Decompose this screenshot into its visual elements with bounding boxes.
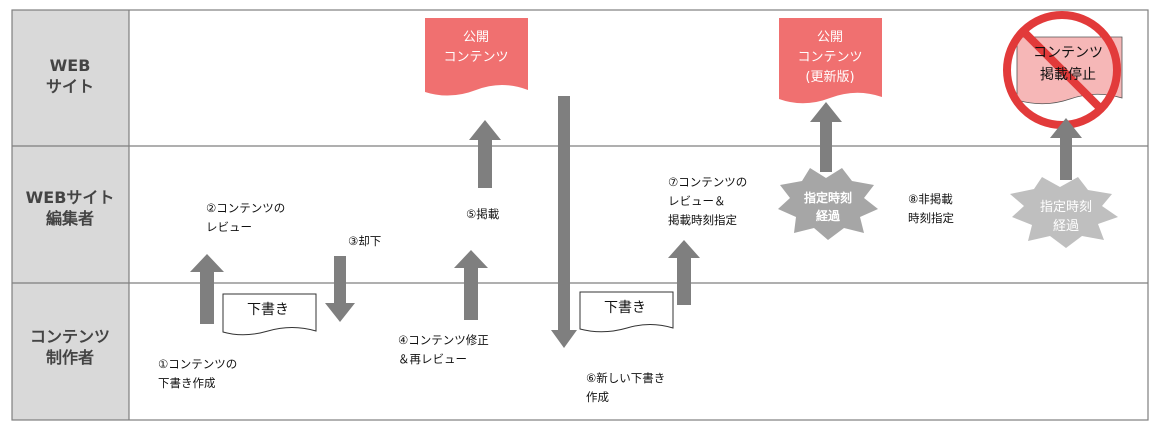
step7-line3: 掲載時刻指定 bbox=[668, 213, 737, 227]
step-2-label: ②コンテンツの レビュー bbox=[206, 201, 285, 234]
step4-line2: ＆再レビュー bbox=[398, 352, 467, 366]
lane-editor: WEBサイト 編集者 bbox=[26, 188, 115, 228]
lane-web-line1: WEB bbox=[50, 56, 91, 75]
lane-creator-line2: 制作者 bbox=[46, 348, 94, 367]
lane-web-line2: サイト bbox=[46, 77, 94, 96]
published2-line1: 公開 bbox=[817, 30, 843, 45]
step1-line2: 下書き作成 bbox=[158, 376, 216, 390]
explosion-shape-1: 指定時刻 経過 bbox=[778, 168, 878, 240]
stopped-line2: 掲載停止 bbox=[1040, 66, 1096, 83]
step6-line1: ⑥新しい下書き bbox=[586, 371, 665, 385]
arrow-down-new-draft bbox=[551, 96, 577, 348]
star2-line2: 経過 bbox=[1053, 219, 1079, 234]
step-8-label: ⑧非掲載 時刻指定 bbox=[908, 192, 954, 225]
star1-line1: 指定時刻 bbox=[804, 190, 852, 205]
arrow-up-review2 bbox=[668, 240, 700, 305]
draft-doc-1: 下書き bbox=[222, 293, 317, 336]
step5-line1: ⑤掲載 bbox=[466, 207, 500, 221]
arrow-up-rereview bbox=[454, 250, 488, 320]
step-7-label: ⑦コンテンツの レビュー＆ 掲載時刻指定 bbox=[668, 175, 747, 227]
explosion-shape-2: 指定時刻 経過 bbox=[1010, 177, 1118, 248]
step3-line1: ③却下 bbox=[348, 234, 381, 248]
step6-line2: 作成 bbox=[586, 390, 609, 404]
step-6-label: ⑥新しい下書き 作成 bbox=[586, 371, 665, 404]
step4-line1: ④コンテンツ修正 bbox=[398, 333, 489, 347]
lane-creator: コンテンツ 制作者 bbox=[30, 327, 110, 367]
lane-web: WEB サイト bbox=[46, 56, 94, 96]
step7-line2: レビュー＆ bbox=[668, 194, 726, 208]
content-stopped-doc: コンテンツ 掲載停止 bbox=[1003, 11, 1123, 129]
step1-line1: ①コンテンツの bbox=[158, 357, 237, 371]
step2-line1: ②コンテンツの bbox=[206, 201, 285, 215]
draft-doc-2: 下書き bbox=[579, 291, 674, 333]
draft1-label: 下書き bbox=[247, 302, 289, 318]
arrow-down-reject bbox=[325, 256, 355, 322]
lane-editor-line1: WEBサイト bbox=[26, 188, 115, 207]
published1-line2: コンテンツ bbox=[443, 50, 508, 65]
step8-line1: ⑧非掲載 bbox=[908, 192, 953, 206]
lane-creator-line1: コンテンツ bbox=[30, 327, 110, 346]
step2-line2: レビュー bbox=[206, 220, 252, 234]
table-frame bbox=[11, 9, 1149, 421]
lane-editor-line2: 編集者 bbox=[46, 209, 94, 228]
published1-line1: 公開 bbox=[463, 30, 489, 45]
arrow-up-publish-updated bbox=[810, 102, 842, 172]
published-content-doc: 公開 コンテンツ bbox=[425, 18, 528, 96]
published2-line3: (更新版) bbox=[805, 69, 854, 85]
arrow-up-publish bbox=[469, 120, 501, 188]
star2-line1: 指定時刻 bbox=[1040, 200, 1092, 215]
star1-line2: 経過 bbox=[816, 208, 841, 223]
arrow-up-review bbox=[190, 254, 224, 324]
stopped-line1: コンテンツ bbox=[1033, 45, 1103, 61]
published2-line2: コンテンツ bbox=[797, 50, 862, 65]
arrow-up-stop bbox=[1050, 118, 1082, 180]
step-1-label: ①コンテンツの 下書き作成 bbox=[158, 357, 237, 390]
step7-line1: ⑦コンテンツの bbox=[668, 175, 747, 189]
step-4-label: ④コンテンツ修正 ＆再レビュー bbox=[398, 333, 489, 366]
lane-label-column bbox=[12, 10, 129, 420]
step8-line2: 時刻指定 bbox=[908, 211, 954, 225]
published-content-updated-doc: 公開 コンテンツ (更新版) bbox=[779, 18, 882, 104]
draft2-label: 下書き bbox=[604, 300, 646, 316]
step-3-label: ③却下 bbox=[348, 234, 381, 248]
step-5-label: ⑤掲載 bbox=[466, 207, 500, 221]
